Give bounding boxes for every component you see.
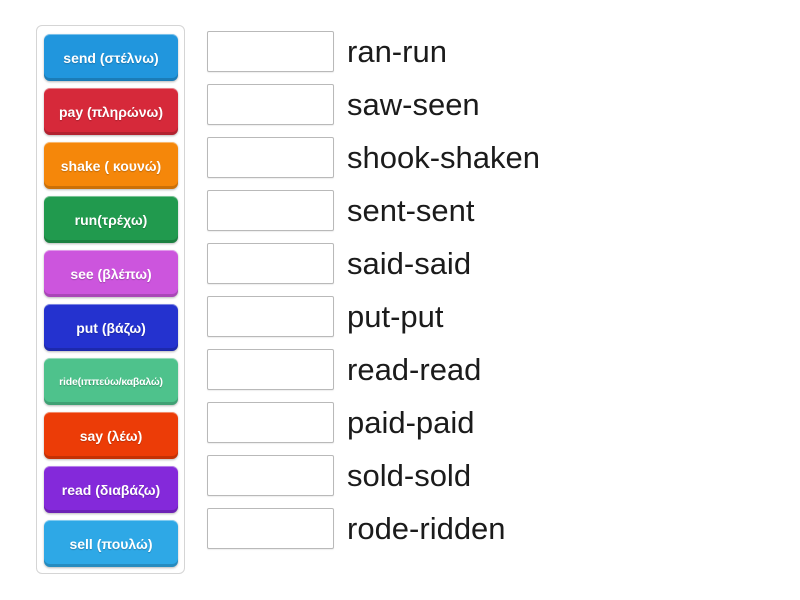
- drop-target-box[interactable]: [207, 455, 334, 496]
- answer-list: ran-run saw-seen shook-shaken sent-sent said…: [207, 25, 767, 555]
- answer-label: saw-seen: [347, 86, 480, 122]
- drop-target-box[interactable]: [207, 296, 334, 337]
- answer-row: saw-seen: [207, 78, 767, 131]
- word-tile-label: ride(ιππεύω/καβαλώ): [59, 375, 163, 388]
- answer-label: put-put: [347, 298, 444, 334]
- word-tile-label: pay (πληρώνω): [59, 103, 163, 120]
- drop-target-box[interactable]: [207, 84, 334, 125]
- answer-label: sent-sent: [347, 192, 475, 228]
- drop-target-box[interactable]: [207, 402, 334, 443]
- drop-target-box[interactable]: [207, 508, 334, 549]
- word-tile[interactable]: say (λέω): [44, 412, 178, 459]
- answer-row: rode-ridden: [207, 502, 767, 555]
- word-tile-label: say (λέω): [79, 427, 143, 444]
- word-tile-label: run(τρέχω): [74, 211, 148, 228]
- answer-row: sold-sold: [207, 449, 767, 502]
- word-tile-label: sell (πουλώ): [69, 535, 153, 552]
- answer-label: rode-ridden: [347, 510, 506, 546]
- word-tile[interactable]: shake ( κουνώ): [44, 142, 178, 189]
- word-tile[interactable]: put (βάζω): [44, 304, 178, 351]
- word-tile[interactable]: ride(ιππεύω/καβαλώ): [44, 358, 178, 405]
- drop-target-box[interactable]: [207, 31, 334, 72]
- answer-label: ran-run: [347, 33, 447, 69]
- answer-label: read-read: [347, 351, 482, 387]
- word-tile[interactable]: pay (πληρώνω): [44, 88, 178, 135]
- answer-row: read-read: [207, 343, 767, 396]
- word-tile-label: send (στέλνω): [63, 49, 159, 66]
- word-tile[interactable]: send (στέλνω): [44, 34, 178, 81]
- word-tile-label: read (διαβάζω): [61, 481, 161, 498]
- drop-target-box[interactable]: [207, 243, 334, 284]
- word-tile[interactable]: see (βλέπω): [44, 250, 178, 297]
- answer-row: paid-paid: [207, 396, 767, 449]
- drop-target-box[interactable]: [207, 190, 334, 231]
- word-tile-label: shake ( κουνώ): [60, 157, 162, 174]
- drop-target-box[interactable]: [207, 349, 334, 390]
- word-tile-label: put (βάζω): [76, 319, 146, 336]
- answer-label: paid-paid: [347, 404, 475, 440]
- drop-target-box[interactable]: [207, 137, 334, 178]
- answer-row: shook-shaken: [207, 131, 767, 184]
- answer-row: said-said: [207, 237, 767, 290]
- answer-label: said-said: [347, 245, 472, 281]
- word-tile[interactable]: read (διαβάζω): [44, 466, 178, 513]
- answer-label: sold-sold: [347, 457, 472, 493]
- word-tile-label: see (βλέπω): [70, 265, 152, 282]
- word-tile[interactable]: sell (πουλώ): [44, 520, 178, 567]
- tile-tray: send (στέλνω) pay (πληρώνω) shake ( κουνώ)…: [36, 25, 185, 574]
- word-tile[interactable]: run(τρέχω): [44, 196, 178, 243]
- answer-row: ran-run: [207, 25, 767, 78]
- answer-label: shook-shaken: [347, 139, 541, 175]
- answer-row: sent-sent: [207, 184, 767, 237]
- answer-row: put-put: [207, 290, 767, 343]
